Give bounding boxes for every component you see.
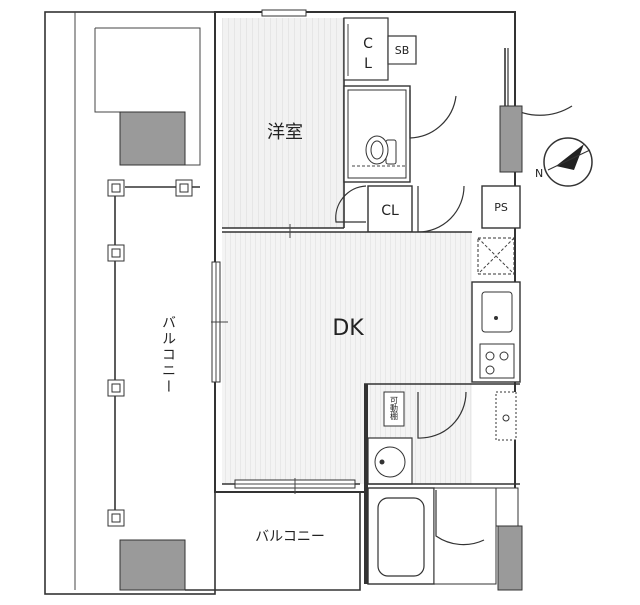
shoe-box: SB — [387, 35, 417, 65]
compass-icon: N — [535, 137, 593, 187]
movable-shelf-label: 可動棚 — [390, 396, 399, 421]
kitchen — [471, 237, 521, 383]
stove-icon — [479, 343, 515, 379]
pipe-space: PS — [481, 185, 521, 229]
closet-top-c-label: C — [363, 36, 373, 52]
closet-main: CL — [335, 185, 465, 233]
window-bottom — [234, 478, 356, 494]
rail-post — [107, 509, 125, 527]
wall-column — [499, 105, 523, 173]
closet-top-l-label: L — [364, 56, 372, 72]
rail-post — [107, 379, 125, 397]
balcony-bottom-label: バルコニー — [255, 529, 325, 545]
bathtub — [367, 487, 519, 585]
closet-main-label: CL — [381, 203, 399, 219]
pipe-space-label: PS — [494, 201, 508, 214]
refrigerator-space — [477, 237, 515, 275]
shoe-box-label: SB — [395, 44, 410, 57]
toilet-icon — [365, 135, 397, 165]
closet-cl-top: C L — [343, 17, 389, 81]
window-left — [211, 261, 228, 383]
balcony-left-area: バルコニー — [44, 11, 216, 595]
sink-icon — [481, 291, 513, 333]
balcony-left-label: バルコニー — [160, 315, 176, 395]
dk-label: DK — [332, 316, 364, 341]
toilet-room — [343, 85, 457, 183]
movable-shelf: 可動棚 — [383, 391, 405, 427]
rail-post — [175, 179, 193, 197]
western-room: 洋室 — [222, 18, 388, 229]
utility-area: 可動棚 — [364, 383, 520, 584]
compass-north-label: N — [535, 167, 543, 180]
western-room-label: 洋室 — [267, 122, 303, 143]
wash-basin-icon — [367, 437, 413, 485]
rail-post — [107, 179, 125, 197]
dk-room: DK — [222, 231, 472, 485]
rail-post — [107, 244, 125, 262]
wall-column-bottom — [497, 525, 523, 591]
